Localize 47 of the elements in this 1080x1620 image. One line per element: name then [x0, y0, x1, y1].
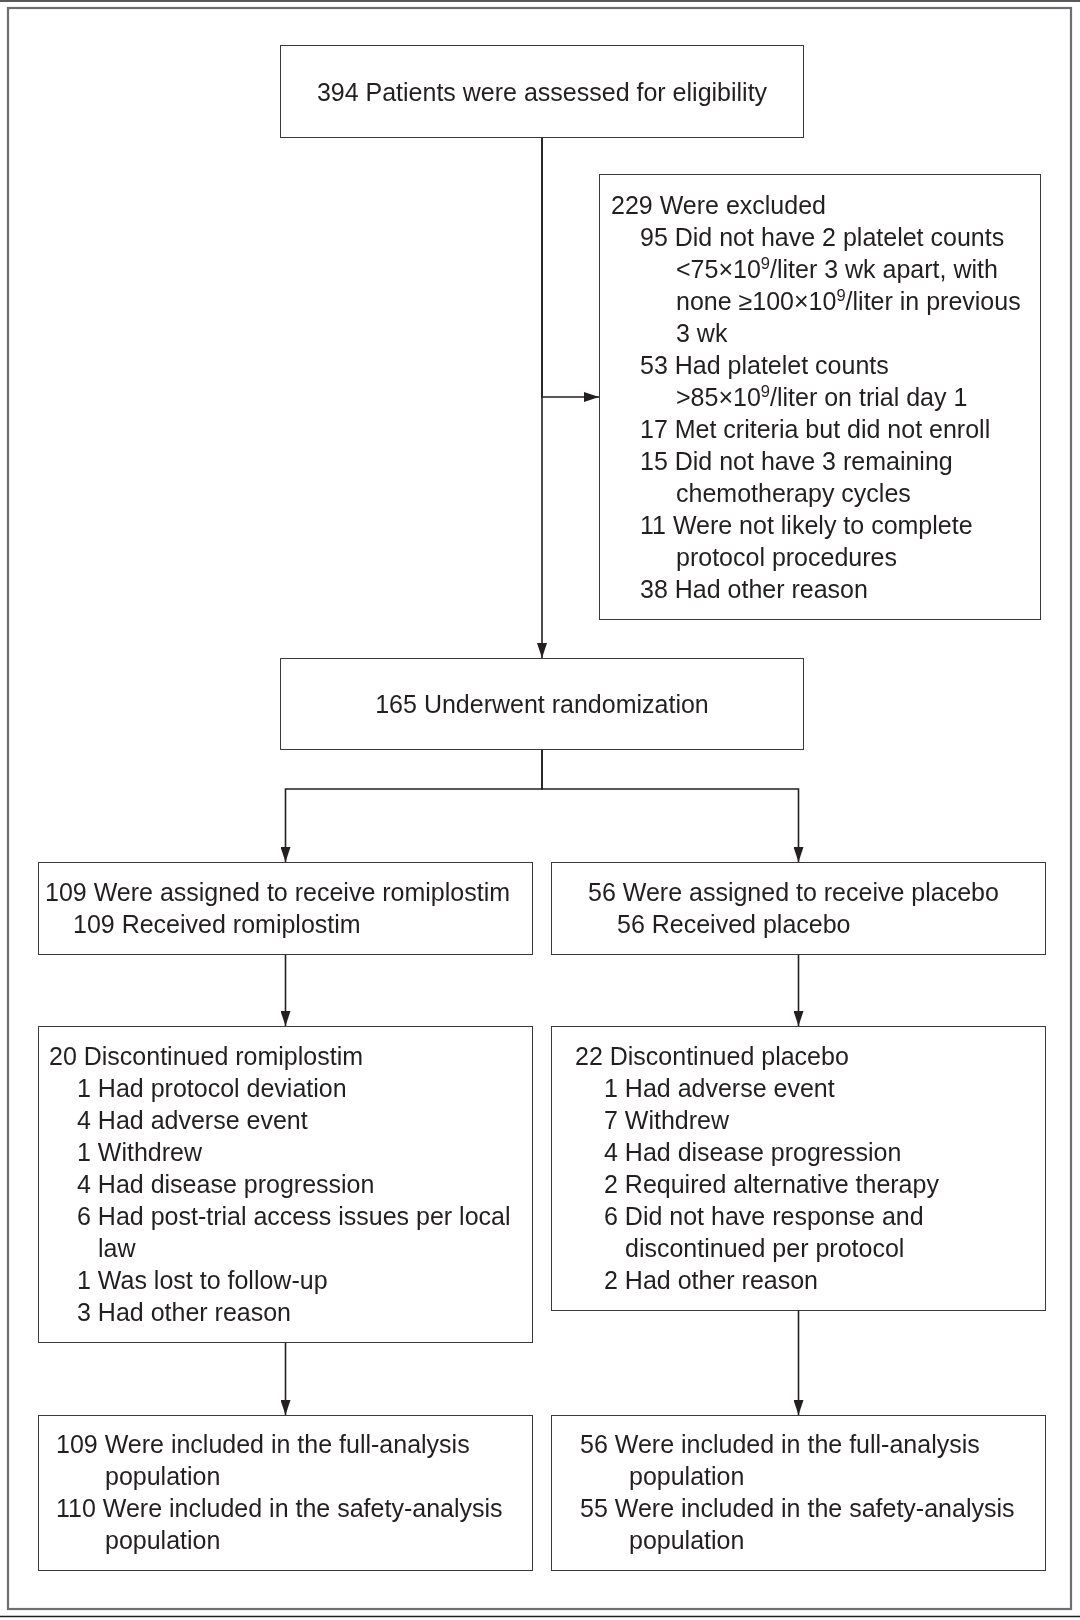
discontinuation-reason: 1 Had adverse event	[604, 1073, 835, 1104]
flow-arrow	[541, 749, 804, 863]
assignment-count: 56 Were assigned to receive placebo	[588, 877, 999, 908]
analysis-population-count: 56 Were included in the full-analysis population	[580, 1429, 981, 1492]
screening-box	[280, 45, 804, 138]
exclusion-reason: 38 Had other reason	[640, 574, 868, 605]
randomization-count: 165 Underwent randomization	[375, 689, 709, 720]
exclusion-reason: 17 Met criteria but did not enroll	[640, 414, 991, 445]
discontinuation-reason: 6 Had post-trial access issues per local law	[77, 1201, 512, 1264]
assignment-count: 109 Were assigned to receive romiplostim	[45, 877, 511, 908]
discontinuation-reason: 1 Was lost to follow-up	[77, 1265, 328, 1296]
analysis-box	[551, 1415, 1046, 1571]
assignment-box	[551, 862, 1046, 955]
discontinuation-reason: 4 Had disease progression	[77, 1169, 375, 1200]
exclusion-reason: 53 Had platelet counts >85×10$^{9}$/liter on trial day 1	[640, 350, 969, 413]
analysis-population-count: 110 Were included in the safety-analysis population	[56, 1493, 504, 1556]
discontinuation-box	[551, 1026, 1046, 1311]
exclusion-heading: 229 Were excluded	[611, 190, 826, 221]
exclusion-box	[599, 174, 1041, 620]
discontinuation-heading: 22 Discontinued placebo	[575, 1041, 849, 1072]
assignment-box	[38, 862, 533, 955]
flow-arrow	[280, 954, 291, 1027]
exclusion-reason: 11 Were not likely to complete protocol procedures	[640, 510, 974, 573]
flow-arrow	[541, 137, 600, 402]
discontinuation-box	[38, 1026, 533, 1343]
discontinuation-reason: 6 Did not have response and discontinued per protocol	[604, 1201, 925, 1264]
screening-count: 394 Patients were assessed for eligibility	[316, 76, 768, 108]
discontinuation-reason: 4 Had disease progression	[604, 1137, 902, 1168]
received-count: 56 Received placebo	[617, 909, 851, 940]
discontinuation-reason: 3 Had other reason	[77, 1297, 292, 1328]
analysis-population-count: 55 Were included in the safety-analysis population	[580, 1493, 1016, 1556]
exclusion-reason: 15 Did not have 3 remaining chemotherapy cycles	[640, 446, 954, 509]
discontinuation-reason: 1 Withdrew	[77, 1137, 203, 1168]
discontinuation-reason: 2 Had other reason	[604, 1265, 819, 1296]
flow-arrow	[793, 1310, 804, 1416]
flow-arrow	[793, 954, 804, 1027]
analysis-box	[38, 1415, 533, 1571]
discontinuation-reason: 1 Had protocol deviation	[77, 1073, 347, 1104]
randomization-box	[280, 658, 804, 750]
discontinuation-heading: 20 Discontinued romiplostim	[49, 1041, 364, 1072]
discontinuation-reason: 4 Had adverse event	[77, 1105, 308, 1136]
flow-arrow	[280, 1342, 291, 1416]
discontinuation-reason: 2 Required alternative therapy	[604, 1169, 939, 1200]
exclusion-reason: 95 Did not have 2 platelet counts <75×10$^{9}$/liter 3 wk apart, with none ≥100×10$^{9}$/liter in previous 3 wk	[640, 222, 1022, 349]
analysis-population-count: 109 Were included in the full-analysis population	[56, 1429, 471, 1492]
discontinuation-reason: 7 Withdrew	[604, 1105, 730, 1136]
received-count: 109 Received romiplostim	[73, 909, 361, 940]
